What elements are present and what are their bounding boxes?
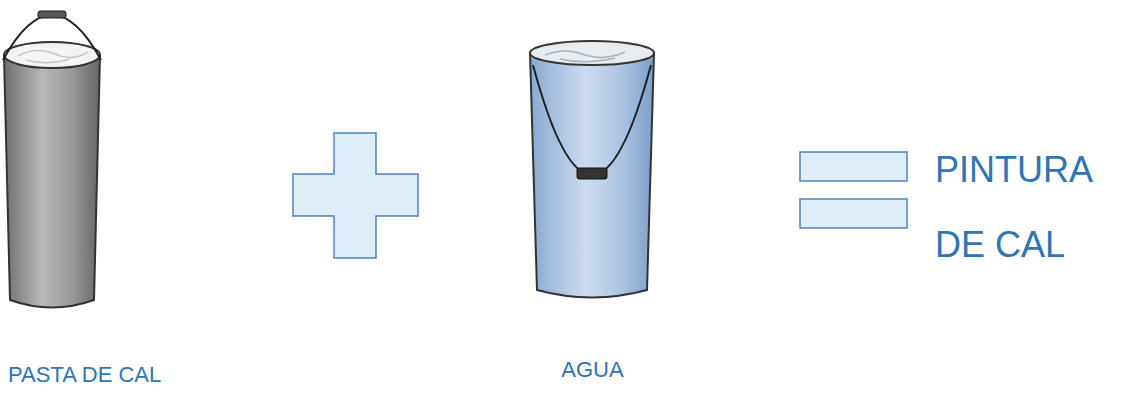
- bucket-drawing: [525, 25, 660, 305]
- bucket-rim: [4, 42, 100, 68]
- lime-paste-swirl: [18, 50, 88, 62]
- bucket-illustration: AGUA: [525, 25, 660, 305]
- bucket-body: [4, 55, 100, 308]
- equals-bar: [800, 152, 907, 181]
- bucket-handle: [3, 15, 101, 60]
- bucket-illustration: PASTA DE CAL: [0, 10, 110, 315]
- handle-grip: [38, 11, 66, 18]
- bucket-rim: [530, 41, 654, 65]
- bucket-drawing: [0, 10, 110, 315]
- bucket-caption: AGUA: [525, 355, 660, 385]
- handle-grip: [577, 168, 607, 179]
- result-label: PINTURA DE CAL: [935, 132, 1100, 282]
- bucket-body: [530, 53, 654, 298]
- plus-sign: [293, 133, 418, 258]
- equals-bar: [800, 199, 907, 228]
- bucket-caption: PASTA DE CAL: [8, 360, 161, 390]
- bucket-handle: [533, 65, 651, 175]
- water-ripple: [545, 51, 625, 62]
